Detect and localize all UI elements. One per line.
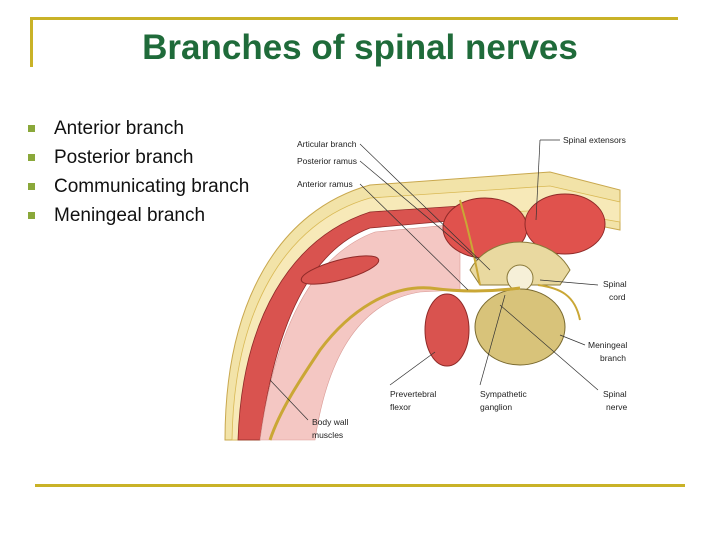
label-prevertebral-line1: Prevertebral: [390, 389, 436, 399]
bullet-item: Anterior branch: [24, 114, 249, 143]
bullet-item: Posterior branch: [24, 143, 249, 172]
label-spinal-cord-line1: Spinal: [603, 279, 627, 289]
bullet-text: Posterior branch: [54, 147, 194, 168]
bullet-text: Meningeal branch: [54, 205, 206, 226]
label-spinal-cord-line2: cord: [609, 292, 626, 302]
label-spinal-nerve-line1: Spinal: [603, 389, 627, 399]
frame-bottom-rule: [35, 484, 685, 487]
square-bullet-icon: [28, 125, 35, 132]
spinal-cord: [506, 264, 534, 292]
square-bullet-icon: [28, 154, 35, 161]
label-sympathetic-line1: Sympathetic: [480, 389, 528, 399]
label-articular-branch: Articular branch: [297, 139, 357, 149]
label-sympathetic-line2: ganglion: [480, 402, 512, 412]
leader-lines: [269, 139, 599, 421]
bullet-text: Anterior branch: [54, 118, 184, 139]
spinal-nerve-path: [268, 286, 521, 441]
right-nerve-path: [537, 284, 581, 321]
square-bullet-icon: [28, 183, 35, 190]
square-bullet-icon: [28, 212, 35, 219]
label-meningeal-line1: Meningeal: [588, 340, 627, 350]
spinal-nerve-diagram: Articular branch Posterior ramus Anterio…: [224, 135, 628, 441]
bullet-item: Communicating branch: [24, 172, 249, 201]
bullet-list: Anterior branch Posterior branch Communi…: [24, 114, 249, 230]
label-spinal-nerve-line2: nerve: [606, 402, 628, 412]
vertebral-arch: [469, 241, 571, 286]
small-muscle: [300, 255, 380, 285]
label-anterior-ramus: Anterior ramus: [297, 179, 353, 189]
label-body-wall-line2: muscles: [312, 430, 343, 440]
posterior-ramus-path: [459, 199, 481, 286]
slide-title: Branches of spinal nerves: [142, 28, 578, 67]
psoas-muscle: [424, 293, 470, 367]
bullet-text: Communicating branch: [54, 176, 250, 197]
label-prevertebral-line2: flexor: [390, 402, 411, 412]
frame-left-rule: [30, 17, 33, 67]
label-meningeal-line2: branch: [600, 353, 626, 363]
label-spinal-extensors: Spinal extensors: [563, 135, 626, 145]
right-extensor-muscle: [524, 193, 606, 255]
label-body-wall-line1: Body wall: [312, 417, 348, 427]
frame-top-rule: [30, 17, 678, 20]
bullet-item: Meningeal branch: [24, 201, 249, 230]
label-posterior-ramus: Posterior ramus: [297, 156, 357, 166]
